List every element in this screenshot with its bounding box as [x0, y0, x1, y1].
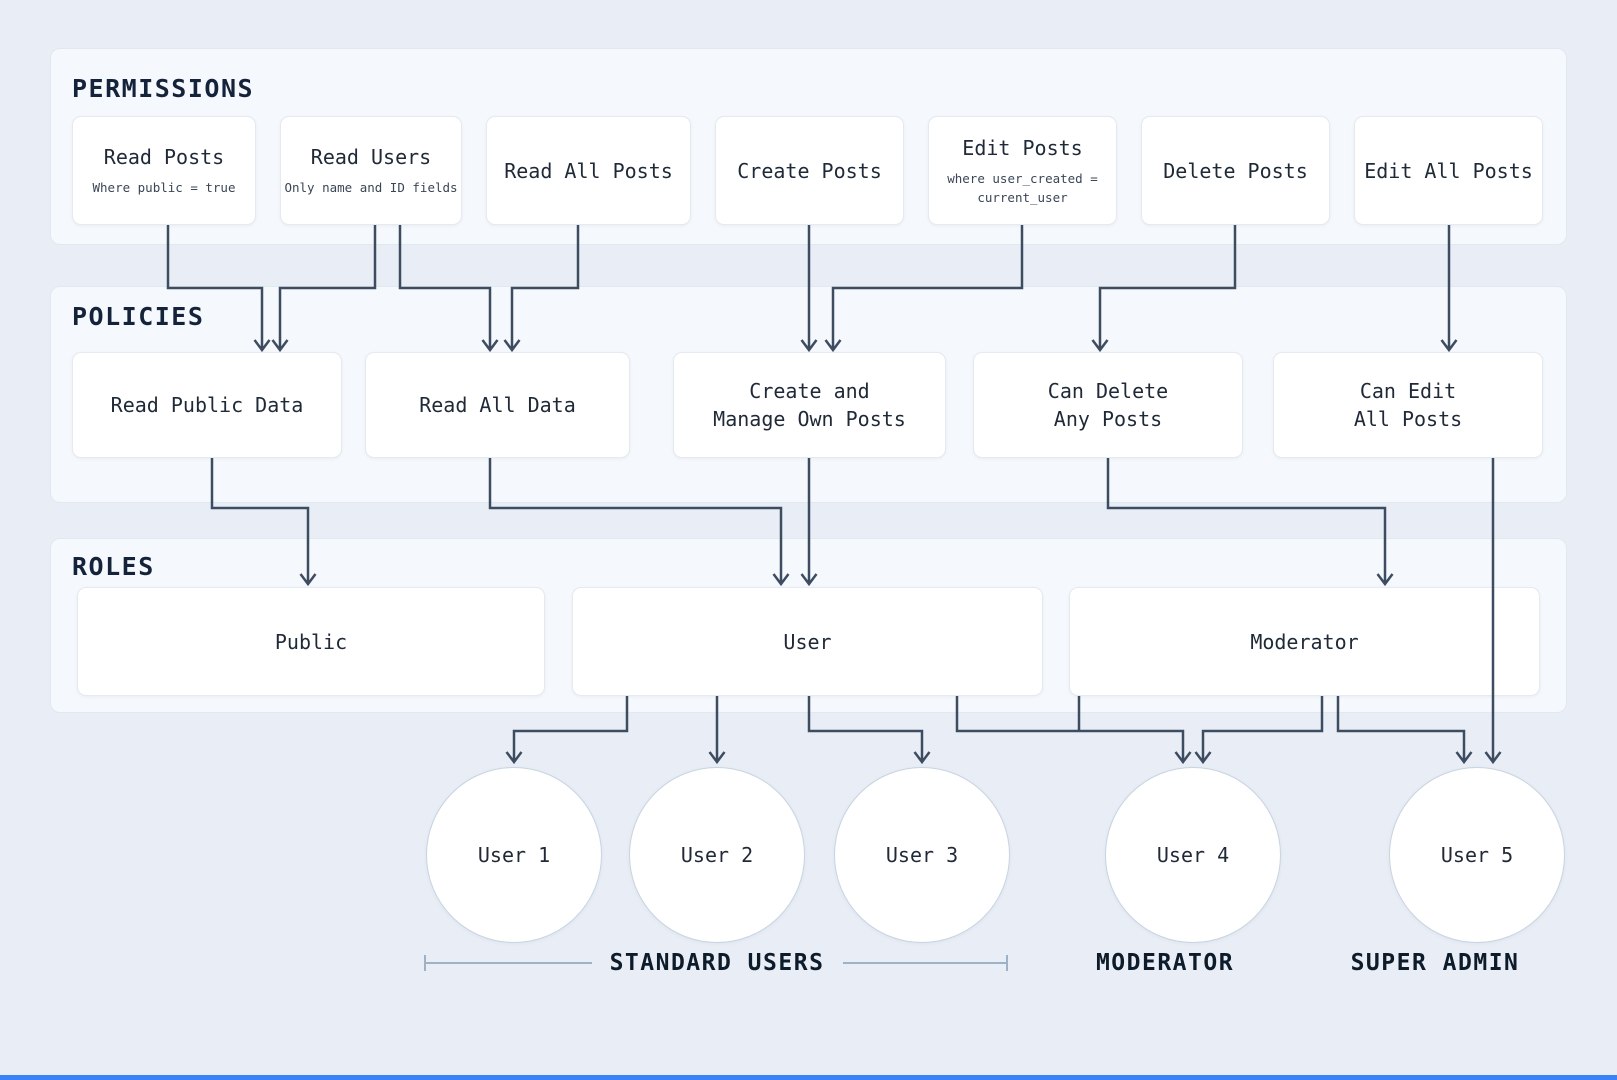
- user-circle-3: User 3: [834, 767, 1010, 943]
- node-subtitle: where user_created = current_user: [947, 170, 1098, 205]
- user-circle-label: User 4: [1156, 843, 1230, 867]
- user-circle-1: User 1: [426, 767, 602, 943]
- permission-node-edit-all-posts: Edit All Posts: [1354, 116, 1543, 225]
- node-subtitle: Where public = true: [92, 180, 236, 196]
- policies-label: POLICIES: [72, 302, 205, 331]
- node-title: Create Posts: [737, 158, 882, 183]
- permission-node-read-all-posts: Read All Posts: [486, 116, 691, 225]
- policy-node-create-manage-own-posts: Create and Manage Own Posts: [673, 352, 946, 458]
- permission-node-create-posts: Create Posts: [715, 116, 904, 225]
- node-title: User: [783, 629, 832, 654]
- node-title: Delete Posts: [1163, 158, 1308, 183]
- user-circle-label: User 2: [680, 843, 754, 867]
- roles-label: ROLES: [72, 552, 155, 581]
- node-subtitle: Only name and ID fields: [284, 180, 458, 196]
- user-circle-4: User 4: [1105, 767, 1281, 943]
- node-title: Can Delete Any Posts: [1047, 379, 1169, 431]
- user-circle-label: User 3: [885, 843, 959, 867]
- node-title: Edit Posts: [962, 135, 1083, 160]
- node-title: Read Posts: [103, 145, 225, 170]
- node-title: Can Edit All Posts: [1353, 379, 1463, 431]
- standard-users-bracket-left: [424, 955, 592, 971]
- user-circle-2: User 2: [629, 767, 805, 943]
- permissions-label: PERMISSIONS: [72, 74, 255, 103]
- role-node-public: Public: [77, 587, 545, 696]
- node-title: Create and Manage Own Posts: [713, 379, 906, 431]
- node-title: Read Users: [310, 145, 432, 170]
- group-label-moderator: MODERATOR: [1095, 950, 1235, 976]
- bottom-accent-bar: [0, 1075, 1617, 1080]
- node-title: Read Public Data: [110, 393, 304, 417]
- node-title: Moderator: [1250, 629, 1359, 654]
- group-label-super-admin: SUPER ADMIN: [1350, 950, 1520, 976]
- policy-node-can-edit-all-posts: Can Edit All Posts: [1273, 352, 1543, 458]
- permission-node-delete-posts: Delete Posts: [1141, 116, 1330, 225]
- permission-node-read-users: Read Users Only name and ID fields: [280, 116, 462, 225]
- user-circle-label: User 5: [1440, 843, 1514, 867]
- role-node-user: User: [572, 587, 1043, 696]
- node-title: Read All Data: [419, 393, 576, 417]
- user-circle-5: User 5: [1389, 767, 1565, 943]
- user-circle-label: User 1: [477, 843, 551, 867]
- permission-node-edit-posts: Edit Posts where user_created = current_…: [928, 116, 1117, 225]
- group-label-standard-users: STANDARD USERS: [609, 950, 825, 976]
- node-title: Read All Posts: [504, 158, 673, 183]
- permission-node-read-posts: Read Posts Where public = true: [72, 116, 256, 225]
- policy-node-can-delete-any-posts: Can Delete Any Posts: [973, 352, 1243, 458]
- node-title: Edit All Posts: [1364, 158, 1533, 183]
- policy-node-read-all-data: Read All Data: [365, 352, 630, 458]
- standard-users-bracket-right: [843, 955, 1008, 971]
- policy-node-read-public-data: Read Public Data: [72, 352, 342, 458]
- node-title: Public: [274, 629, 348, 654]
- role-node-moderator: Moderator: [1069, 587, 1540, 696]
